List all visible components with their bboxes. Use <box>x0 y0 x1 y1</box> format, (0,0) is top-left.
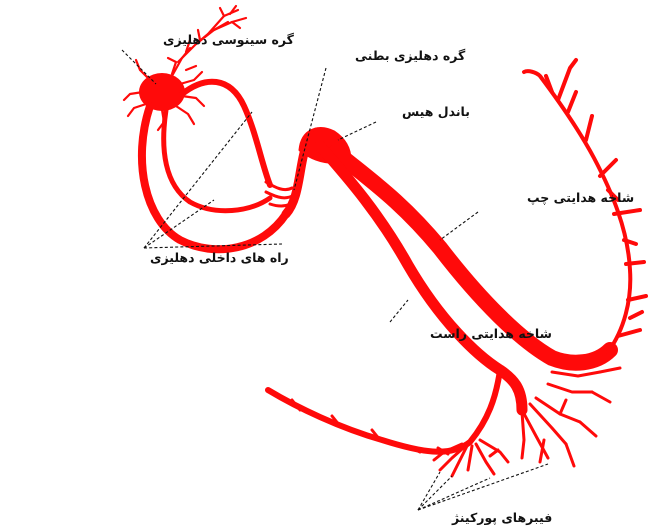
bundle-of-his-label: باندل هیس <box>402 104 470 119</box>
bundle-leader <box>338 122 376 140</box>
internodal-pathways-label: راه های داخلی دهلیزی <box>150 250 289 265</box>
sa-node <box>124 6 246 130</box>
left-bundle-branch-label: شاخه هدایتی چپ <box>527 190 634 205</box>
right-branch-leader <box>390 300 408 322</box>
av-node-label: گره دهلیزی بطنی <box>355 48 466 63</box>
purkinje-leader-4 <box>418 464 548 510</box>
conduction-system <box>124 6 646 476</box>
purkinje-leader-3 <box>418 478 490 510</box>
purkinje-fibers <box>292 368 620 476</box>
left-ventricle-branch <box>524 60 646 352</box>
right-bundle-branch-label: شاخه هدایتی راست <box>430 326 552 341</box>
sa-node-label: گره سینوسی دهلیزی <box>163 32 295 47</box>
internodal-leader-1 <box>144 112 252 248</box>
purkinje-fibers-label: فیبرهای پورکینژ <box>451 510 552 525</box>
left-branch-leader <box>440 212 478 240</box>
